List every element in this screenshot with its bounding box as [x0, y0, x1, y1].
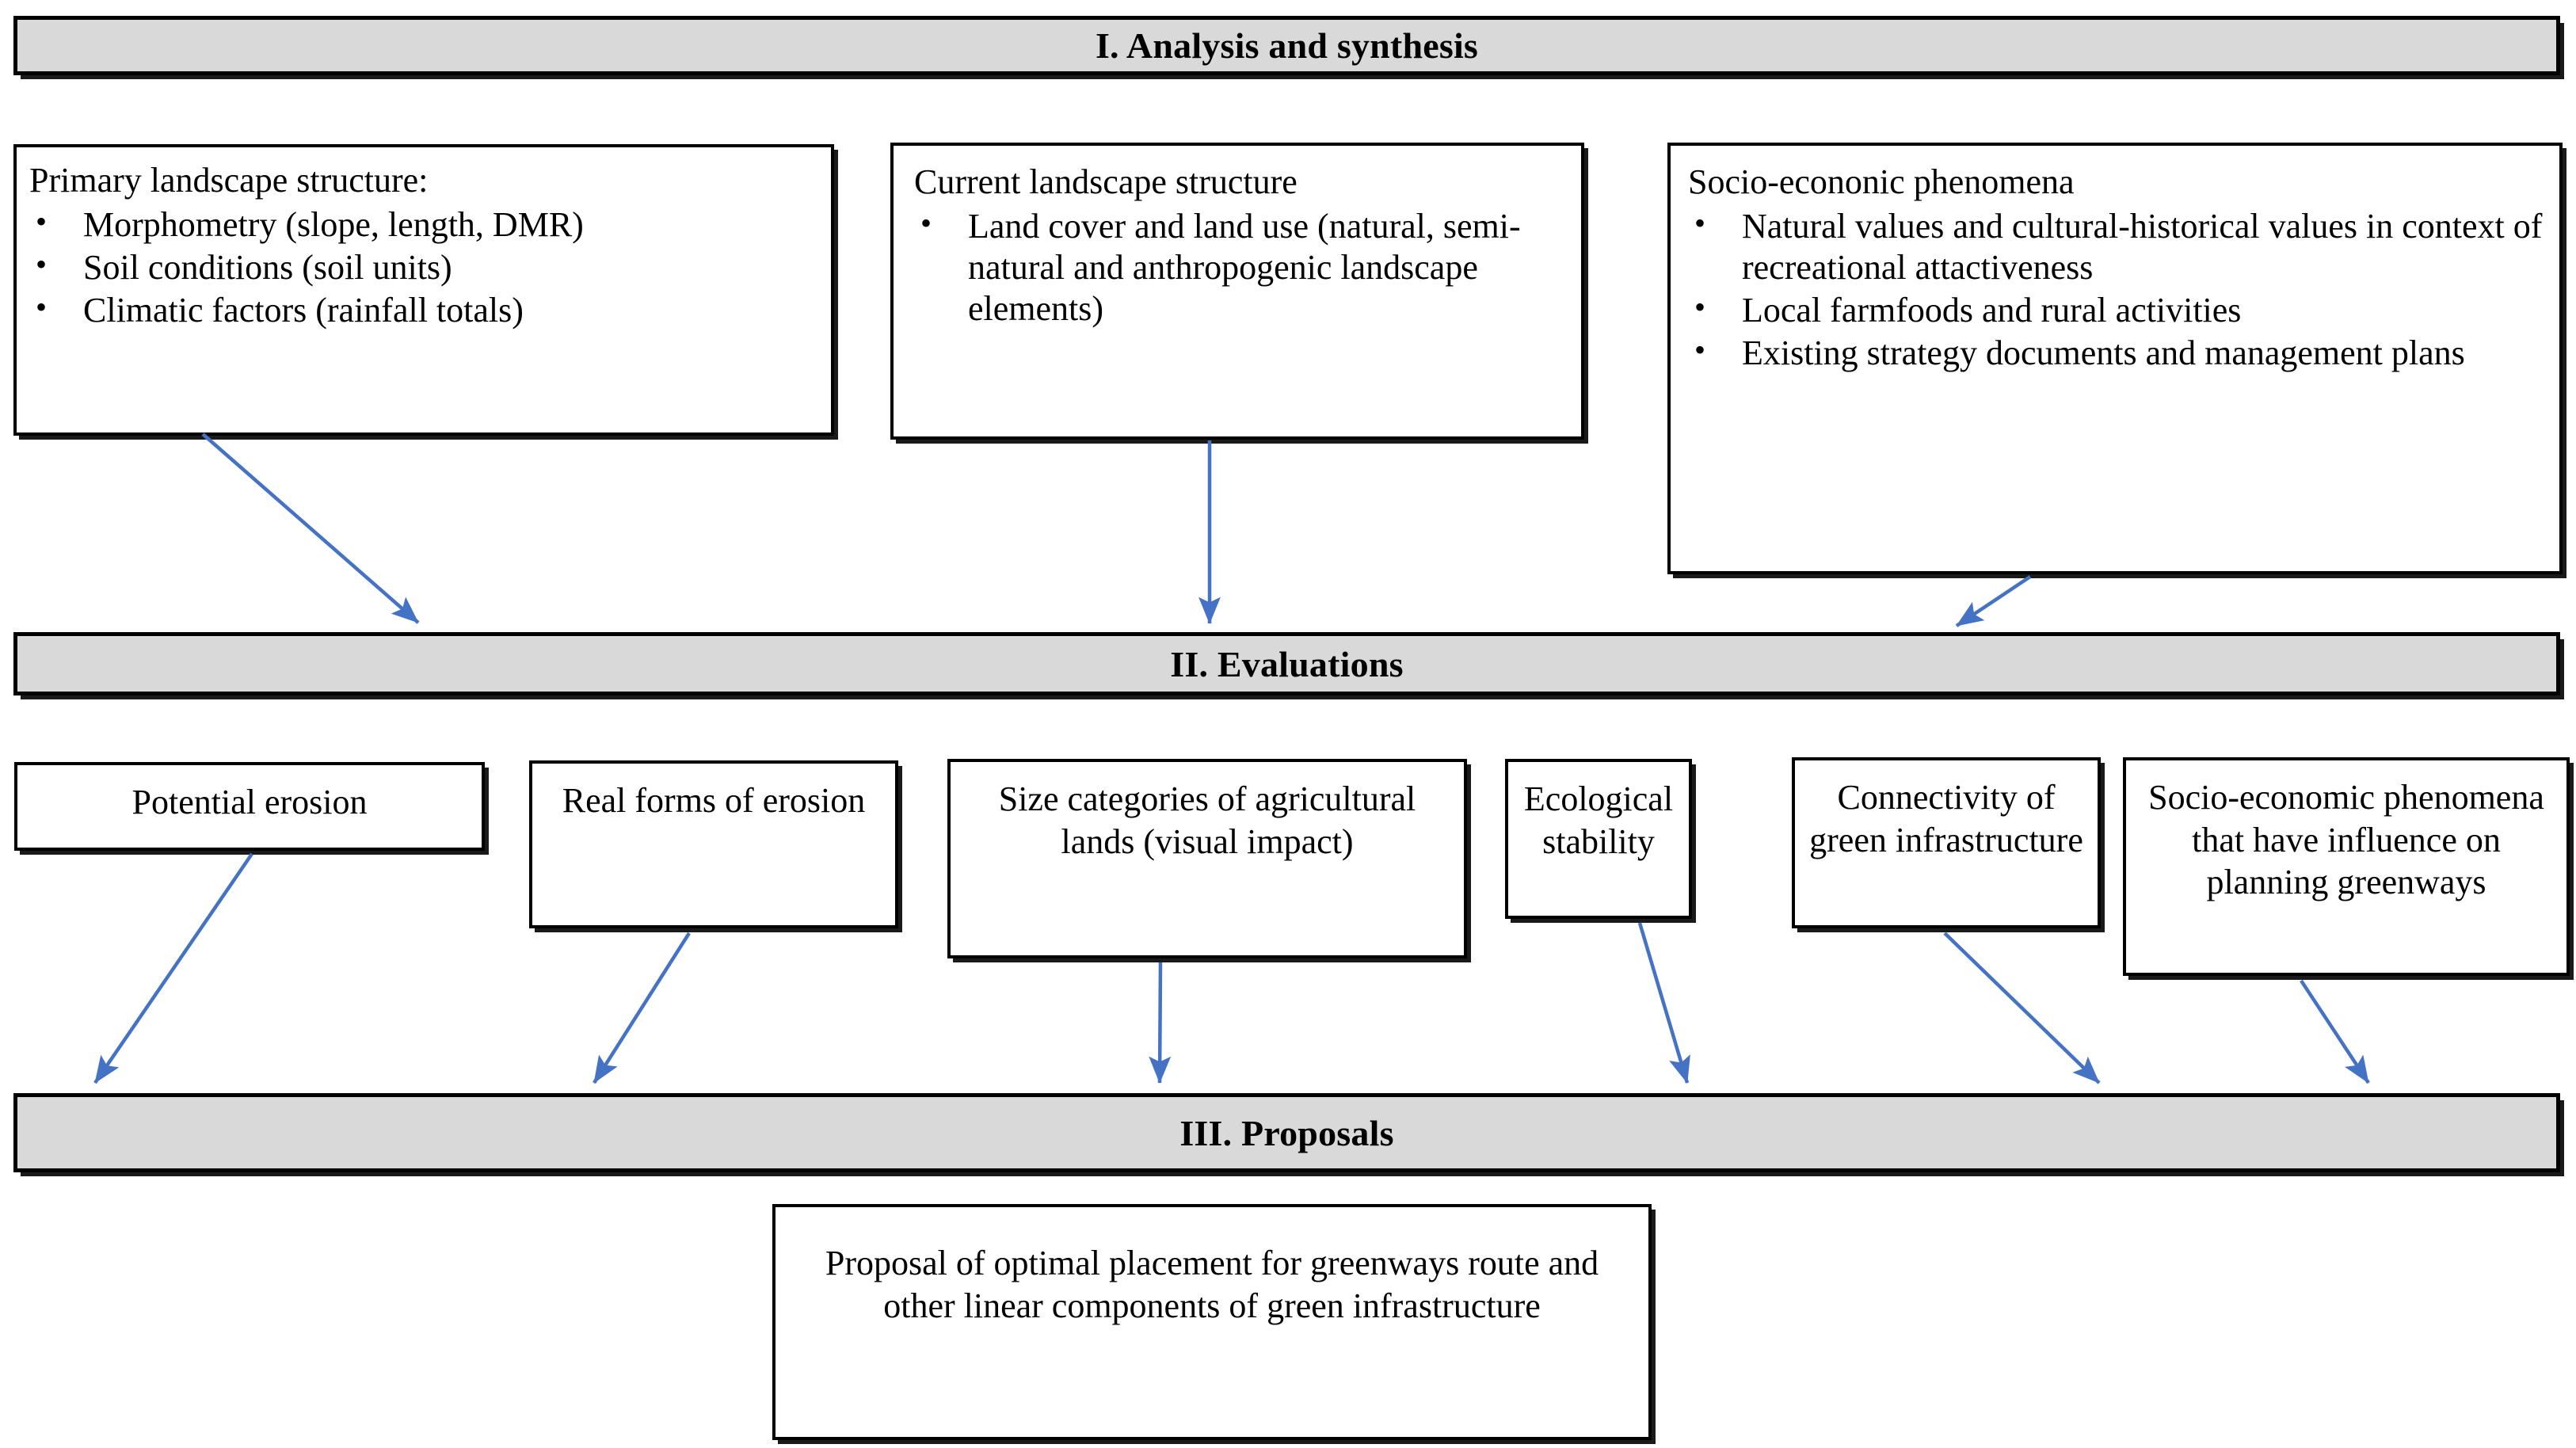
primary-landscape-heading: Primary landscape structure: — [29, 161, 429, 200]
real-forms-of-erosion-label: Real forms of erosion — [562, 781, 866, 820]
ecological-stability-label: Ecological stability — [1523, 779, 1674, 861]
box-socio-economic-phenomena: Socio-econonic phenomena Natural values … — [1667, 143, 2563, 574]
size-categories-label: Size categories of agricultural lands (v… — [998, 779, 1416, 861]
box-optimal-placement-proposal: Proposal of optimal placement for greenw… — [772, 1204, 1652, 1440]
potential-erosion-label: Potential erosion — [131, 783, 368, 821]
socio-economic-heading: Socio-econonic phenomena — [1688, 162, 2075, 201]
band-proposals-label: III. Proposals — [1179, 1112, 1394, 1153]
box-socio-economic-influence: Socio-economic phenomena that have influ… — [2123, 757, 2570, 976]
current-landscape-bullets: Land cover and land use (natural, semi-n… — [914, 204, 1567, 330]
arrow-ecological-stability-to-proposals — [1637, 922, 1690, 1084]
box-connectivity-green-infrastructure: Connectivity of green infrastructure — [1792, 757, 2101, 928]
list-item: Local farmfoods and rural activities — [1688, 288, 2545, 331]
box-size-categories: Size categories of agricultural lands (v… — [947, 759, 1467, 958]
arrow-socio-to-evaluations — [1955, 575, 2032, 627]
arrow-connectivity-to-proposals — [1943, 932, 2101, 1084]
list-item: Natural values and cultural-historical v… — [1688, 204, 2545, 288]
optimal-placement-proposal-label: Proposal of optimal placement for greenw… — [825, 1244, 1599, 1325]
box-real-forms-of-erosion: Real forms of erosion — [529, 760, 898, 928]
arrow-primary-to-evaluations — [201, 432, 420, 624]
box-potential-erosion: Potential erosion — [14, 762, 485, 851]
current-landscape-heading: Current landscape structure — [914, 162, 1298, 201]
socio-economic-influence-label: Socio-economic phenomena that have influ… — [2148, 778, 2544, 902]
arrow-real-forms-to-proposals — [593, 932, 691, 1084]
arrow-socio-influence-to-proposals — [2300, 979, 2370, 1084]
band-analysis-label: I. Analysis and synthesis — [1095, 25, 1479, 66]
box-current-landscape-structure: Current landscape structure Land cover a… — [890, 143, 1584, 440]
band-evaluations-label: II. Evaluations — [1170, 643, 1404, 684]
list-item: Climatic factors (rainfall totals) — [29, 288, 817, 331]
list-item: Soil conditions (soil units) — [29, 246, 817, 288]
list-item: Morphometry (slope, length, DMR) — [29, 203, 817, 246]
box-ecological-stability: Ecological stability — [1505, 759, 1692, 919]
band-analysis-and-synthesis: I. Analysis and synthesis — [13, 16, 2560, 75]
connectivity-label: Connectivity of green infrastructure — [1809, 778, 2083, 859]
list-item: Land cover and land use (natural, semi-n… — [914, 204, 1567, 330]
primary-landscape-bullets: Morphometry (slope, length, DMR) Soil co… — [29, 203, 817, 331]
socio-economic-bullets: Natural values and cultural-historical v… — [1688, 204, 2545, 374]
box-primary-landscape-structure: Primary landscape structure: Morphometry… — [13, 144, 834, 436]
list-item: Existing strategy documents and manageme… — [1688, 331, 2545, 374]
arrow-potential-erosion-to-proposals — [93, 852, 253, 1084]
band-evaluations: II. Evaluations — [13, 632, 2560, 695]
band-proposals: III. Proposals — [13, 1093, 2560, 1172]
